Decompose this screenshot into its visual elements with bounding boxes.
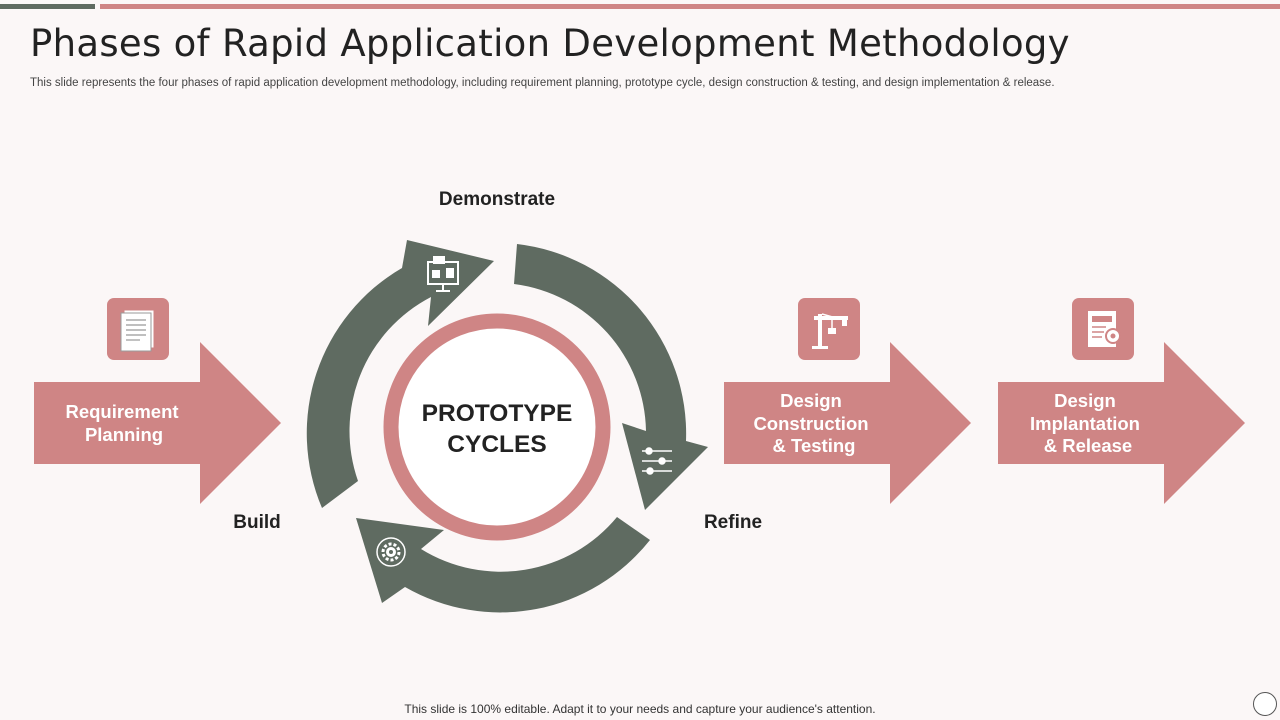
monitor-chat-icon	[427, 256, 459, 292]
phase-design-release: Design Implantation & Release	[998, 342, 1245, 504]
page-title: Phases of Rapid Application Development …	[30, 22, 1070, 65]
phase-requirement-planning: Requirement Planning	[34, 342, 281, 504]
footer-note: This slide is 100% editable. Adapt it to…	[404, 702, 876, 716]
release-label-line3: & Release	[1044, 435, 1132, 456]
prototype-cycle: PROTOTYPE CYCLES	[306, 240, 708, 613]
construction-label-line3: & Testing	[773, 435, 856, 456]
cycle-arrow-demonstrate	[306, 240, 494, 508]
build-label: Build	[233, 512, 281, 533]
release-label-line2: Implantation	[1030, 413, 1140, 434]
release-arrow	[998, 342, 1245, 504]
requirement-label-line2: Planning	[85, 424, 163, 445]
top-accent-bar-green	[0, 4, 95, 9]
requirement-label-line1: Requirement	[65, 401, 178, 422]
prototype-ring	[383, 313, 611, 541]
prototype-label-line2: CYCLES	[447, 431, 546, 458]
report-gear-icon	[1072, 298, 1134, 360]
crane-icon	[798, 298, 860, 360]
page-subtitle: This slide represents the four phases of…	[30, 77, 1055, 89]
cycle-arrow-refine	[514, 244, 708, 510]
cycle-arrow-build	[356, 517, 650, 613]
requirement-arrow	[34, 342, 281, 504]
slide-nav-circle[interactable]	[1253, 692, 1277, 716]
top-accent-bar-pink	[100, 4, 1280, 9]
construction-label-line1: Design	[780, 390, 842, 411]
prototype-label-line1: PROTOTYPE	[422, 400, 573, 427]
release-label-line1: Design	[1054, 390, 1116, 411]
document-icon	[107, 298, 169, 360]
phase-design-construction: Design Construction & Testing	[724, 342, 971, 504]
refine-label: Refine	[704, 512, 762, 533]
construction-arrow	[724, 342, 971, 504]
settings-sliders-icon	[642, 447, 672, 475]
demonstrate-label: Demonstrate	[439, 189, 555, 210]
construction-label-line2: Construction	[753, 413, 868, 434]
gear-icon	[376, 537, 406, 567]
